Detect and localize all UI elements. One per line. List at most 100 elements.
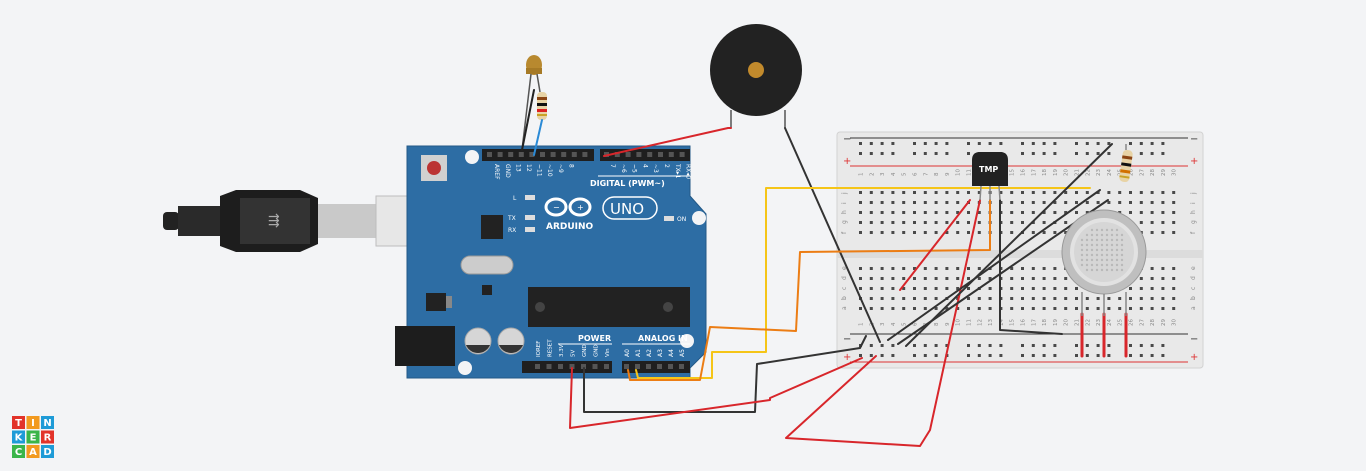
- analog-pin[interactable]: [635, 364, 640, 369]
- header-pin[interactable]: [571, 152, 577, 157]
- row-letter: c: [1190, 287, 1197, 290]
- logo-tile: [12, 430, 25, 444]
- analog-pin[interactable]: [679, 364, 684, 369]
- header-pin[interactable]: [625, 152, 631, 157]
- header-pin[interactable]: [614, 152, 620, 157]
- column-number: 15: [1010, 169, 1016, 176]
- power-pin[interactable]: [535, 364, 540, 369]
- power-pin[interactable]: [569, 364, 575, 369]
- header-pin[interactable]: [679, 152, 685, 157]
- gas-sensor[interactable]: [1061, 209, 1147, 316]
- pin-label: 2: [663, 164, 670, 168]
- column-number: 26: [1129, 319, 1135, 326]
- tmp-sensor[interactable]: TMP: [972, 152, 1008, 201]
- column-number: 22: [1085, 319, 1091, 326]
- column-number: 16: [1021, 319, 1027, 326]
- header-power[interactable]: [522, 361, 612, 373]
- arduino-board[interactable]: L TX RX ON − + ARDUINO UNO: [395, 145, 707, 379]
- header-pin[interactable]: [550, 152, 556, 157]
- analog-pin[interactable]: [668, 364, 673, 369]
- power-pin[interactable]: [558, 364, 563, 369]
- header-pin[interactable]: [540, 152, 545, 157]
- header-pin[interactable]: [647, 152, 653, 157]
- row-letter: i: [841, 202, 848, 204]
- row-letter: a: [1190, 306, 1197, 310]
- row-letter: j: [1190, 192, 1197, 195]
- column-number: 11: [967, 319, 973, 326]
- analog-pin-label: A1: [635, 349, 642, 357]
- header-top-right[interactable]: [600, 149, 690, 161]
- header-pin[interactable]: [636, 152, 642, 157]
- column-number: 1: [859, 323, 865, 327]
- column-number: 19: [1053, 319, 1059, 326]
- header-pin[interactable]: [518, 152, 524, 157]
- row-letter: a: [841, 306, 848, 310]
- header-pin[interactable]: [668, 152, 674, 157]
- column-number: 17: [1031, 169, 1037, 176]
- power-pin[interactable]: [546, 364, 552, 369]
- resistor-led[interactable]: [537, 92, 547, 120]
- power-jack[interactable]: [395, 326, 455, 366]
- model-label: UNO: [610, 200, 644, 218]
- column-number: 23: [1096, 169, 1102, 176]
- arduino-logo-icon: − +: [544, 197, 592, 217]
- header-pin[interactable]: [529, 152, 535, 157]
- column-number: 29: [1161, 169, 1167, 176]
- wire-resistor-gnd: [905, 143, 1113, 347]
- led-tx-label: TX: [507, 215, 516, 222]
- pin-label: ~9: [557, 164, 564, 173]
- row-letter: e: [841, 266, 848, 270]
- rail-minus-top-right: −: [1190, 134, 1198, 145]
- logo-letter: I: [31, 418, 35, 429]
- wire-5v: [569, 357, 863, 429]
- header-pin[interactable]: [497, 152, 503, 157]
- row-letter: d: [841, 276, 848, 280]
- logo-tile: [26, 416, 40, 429]
- power-pin-label: RESET: [548, 339, 554, 357]
- header-pin[interactable]: [508, 152, 514, 157]
- piezo-buzzer[interactable]: [710, 24, 802, 128]
- analog-pin[interactable]: [624, 364, 629, 369]
- column-number: 10: [956, 319, 962, 326]
- row-letter: g: [1190, 220, 1197, 224]
- column-number: 3: [880, 172, 886, 176]
- resistor-breadboard[interactable]: [1119, 144, 1133, 183]
- column-number: 7: [923, 172, 929, 176]
- header-pin[interactable]: [487, 152, 492, 157]
- column-number: 14: [999, 319, 1005, 326]
- wire-yellow: [635, 187, 1091, 379]
- usb-symbol-icon: ⇶: [268, 213, 280, 229]
- column-number: 16: [1021, 169, 1027, 176]
- pin-label: ~3: [652, 164, 659, 173]
- led[interactable]: [521, 55, 542, 151]
- analog-pin[interactable]: [657, 364, 662, 369]
- column-number: 27: [1139, 169, 1145, 176]
- power-pin[interactable]: [592, 364, 598, 369]
- column-number: 25: [1118, 319, 1124, 326]
- row-letter: f: [1190, 231, 1197, 234]
- reset-button-cap[interactable]: [427, 161, 441, 175]
- row-letter: b: [1190, 296, 1197, 300]
- header-pin[interactable]: [582, 152, 588, 157]
- pin-label: GND: [504, 164, 511, 178]
- column-number: 8: [934, 172, 940, 176]
- mount-hole: [458, 361, 472, 375]
- row-letter: h: [841, 210, 848, 214]
- power-pin-label: Vin: [605, 348, 611, 357]
- column-number: 26: [1129, 169, 1135, 176]
- analog-pin[interactable]: [646, 364, 651, 369]
- breadboard[interactable]: − + − + − + − + 112233445566778899101011…: [836, 131, 1204, 369]
- wire-tmp-power: [785, 199, 981, 447]
- column-number: 23: [1096, 319, 1102, 326]
- usb-chip: [481, 215, 503, 239]
- column-number: 17: [1031, 319, 1037, 326]
- power-pin[interactable]: [604, 364, 609, 369]
- column-number: 18: [1042, 169, 1048, 176]
- column-number: 8: [934, 322, 940, 326]
- pin-label: 13: [514, 164, 521, 172]
- power-pin[interactable]: [581, 364, 586, 369]
- column-number: 5: [902, 172, 908, 176]
- header-pin[interactable]: [561, 152, 567, 157]
- header-pin[interactable]: [658, 152, 663, 157]
